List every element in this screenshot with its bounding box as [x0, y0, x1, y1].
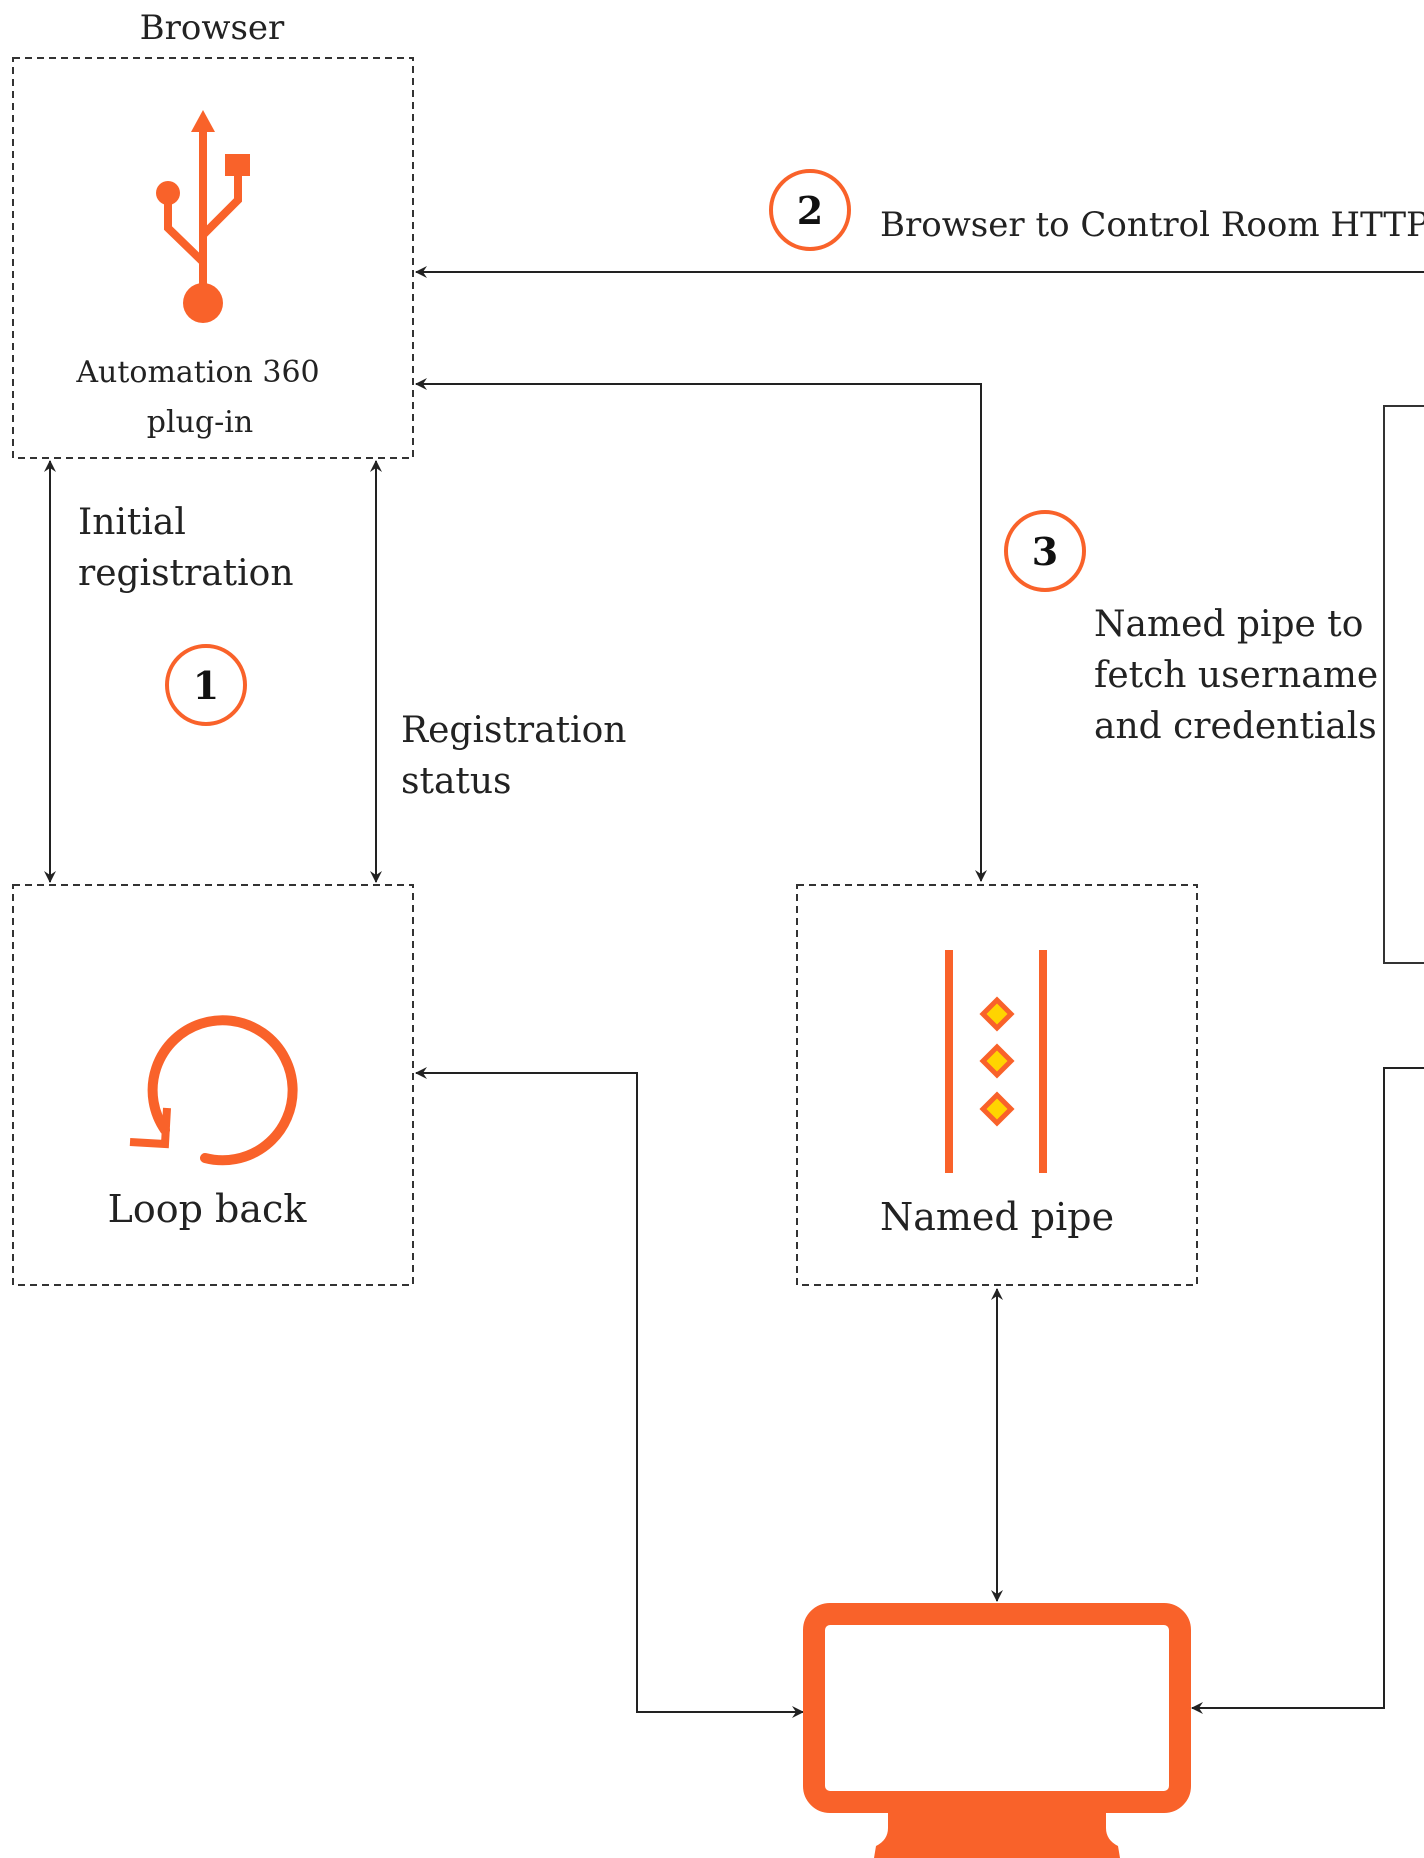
monitor-icon: [803, 1603, 1191, 1858]
browser-plugin-box: [12, 57, 414, 459]
loopback-to-device-connector: [415, 1067, 804, 1718]
pipe-desc-line2: fetch username: [1094, 655, 1378, 696]
registration-status-line2: status: [401, 761, 512, 802]
plugin-label-line1: Automation 360: [75, 355, 319, 390]
initial-registration-line2: registration: [78, 553, 294, 594]
usb-icon: [156, 110, 250, 323]
loopback-box: [12, 884, 414, 1286]
plugin-label-line2: plug-in: [147, 405, 253, 440]
initial-registration-line1: Initial: [78, 502, 186, 543]
https-label: Browser to Control Room HTTPS: [880, 205, 1424, 245]
registration-status-line1: Registration: [401, 710, 626, 751]
browser-label: Browser: [140, 8, 285, 48]
svg-text:3: 3: [1032, 529, 1058, 574]
loop-arrow-icon: [129, 1015, 298, 1166]
pipe-desc-line1: Named pipe to: [1094, 604, 1363, 645]
step-2-badge: 2: [769, 169, 851, 251]
right-side-box: [1383, 405, 1424, 964]
pipe-to-plugin-connector: [415, 378, 987, 882]
step-1-badge: 1: [165, 644, 247, 726]
pipe-desc-line3: and credentials: [1094, 706, 1377, 747]
svg-text:1: 1: [193, 663, 219, 708]
step-3-badge: 3: [1004, 510, 1086, 592]
loopback-label: Loop back: [108, 1187, 308, 1231]
named-pipe-box: [796, 884, 1198, 1286]
named-pipe-label: Named pipe: [880, 1195, 1114, 1239]
right-to-device-connector: [1191, 1067, 1424, 1714]
svg-text:2: 2: [797, 188, 823, 233]
named-pipe-icon: [945, 950, 1047, 1173]
